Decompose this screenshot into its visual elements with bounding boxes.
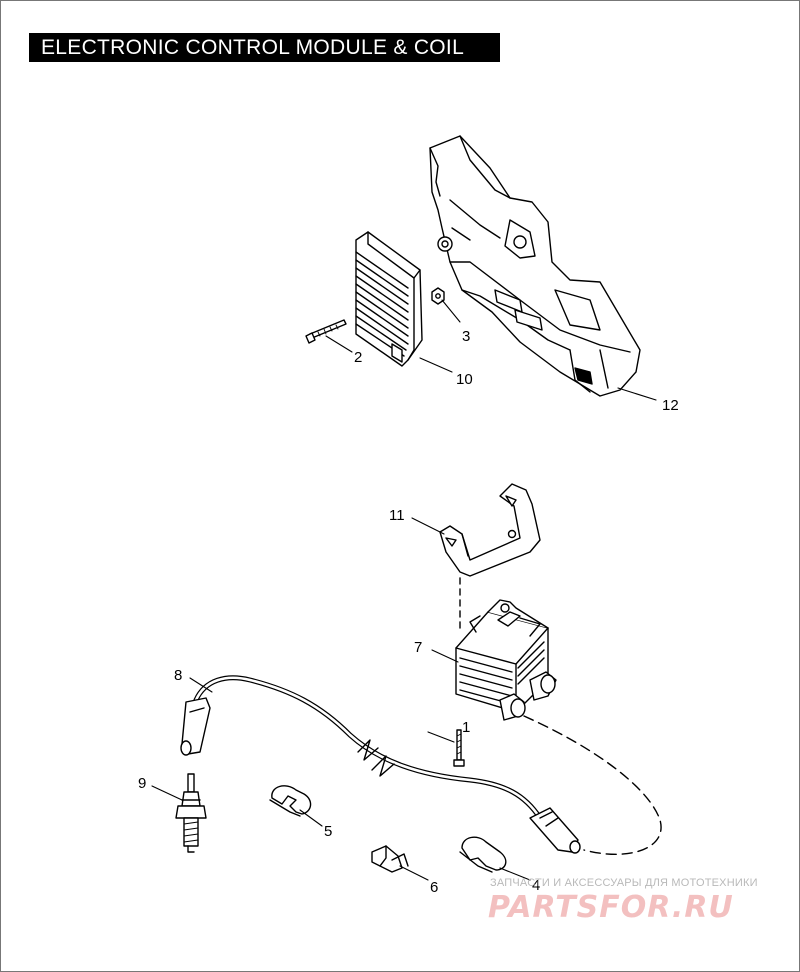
leader-3 bbox=[441, 299, 461, 323]
leader-9 bbox=[151, 785, 183, 801]
part-4-clamp bbox=[459, 836, 507, 873]
callout-1: 1 bbox=[462, 719, 470, 736]
leader-2 bbox=[325, 335, 353, 353]
callout-9: 9 bbox=[138, 775, 146, 792]
callout-5: 5 bbox=[324, 823, 332, 840]
part-3-nut bbox=[431, 287, 445, 305]
leader-6 bbox=[399, 865, 429, 881]
guide-line-wire-route bbox=[523, 715, 662, 855]
part-7-ignition-coil bbox=[455, 599, 557, 721]
callout-8: 8 bbox=[174, 667, 182, 684]
part-9-spark-plug bbox=[175, 773, 207, 853]
callout-11: 11 bbox=[389, 507, 405, 524]
coil-fins bbox=[459, 641, 545, 705]
leader-lines bbox=[151, 299, 657, 881]
callout-12: 12 bbox=[662, 397, 679, 414]
watermark-logo: PARTSFOR.RU bbox=[488, 890, 734, 925]
part-2-screw bbox=[305, 319, 347, 344]
callout-6: 6 bbox=[430, 879, 438, 896]
ecm-fins bbox=[355, 251, 409, 357]
callout-3: 3 bbox=[462, 328, 470, 345]
callout-7: 7 bbox=[414, 639, 422, 656]
part-12-ecm-bracket bbox=[429, 135, 641, 397]
leader-10 bbox=[419, 357, 453, 373]
leader-8 bbox=[189, 677, 213, 693]
leader-1 bbox=[427, 731, 455, 743]
part-8-spark-plug-wire bbox=[180, 675, 581, 854]
page-title: ELECTRONIC CONTROL MODULE & COIL bbox=[29, 33, 500, 62]
callout-4: 4 bbox=[532, 877, 540, 894]
part-5-clip bbox=[269, 785, 312, 817]
leader-12 bbox=[617, 387, 657, 401]
leader-11 bbox=[411, 517, 445, 535]
part-1-screw bbox=[453, 729, 465, 767]
leader-5 bbox=[299, 809, 323, 827]
callout-labels: 1 2 3 4 5 6 7 8 9 10 11 12 bbox=[138, 328, 679, 896]
callout-2: 2 bbox=[354, 349, 362, 366]
leader-7 bbox=[431, 649, 459, 663]
watermark-caption: ЗАПЧАСТИ И АКСЕССУАРЫ ДЛЯ МОТОТЕХНИКИ bbox=[490, 877, 758, 889]
callout-10: 10 bbox=[456, 371, 473, 388]
leader-4 bbox=[499, 867, 531, 881]
part-11-coil-bracket bbox=[439, 483, 541, 577]
part-6-clip bbox=[371, 845, 409, 873]
part-10-ecm-module bbox=[355, 231, 423, 367]
